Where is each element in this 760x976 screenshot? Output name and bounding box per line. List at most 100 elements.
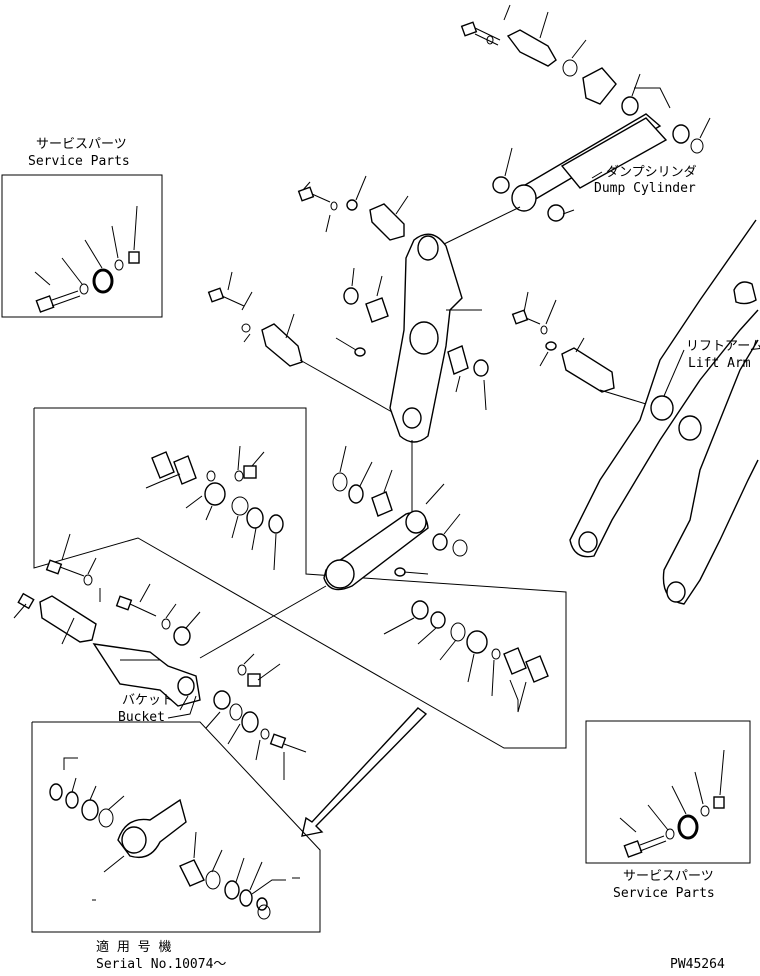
bushing-icon	[213, 690, 231, 710]
bushing-icon	[179, 859, 205, 887]
bushing-icon	[81, 799, 99, 821]
washer-icon	[562, 59, 578, 77]
grease-nipple-icon	[354, 347, 366, 357]
lift-arm-en: Lift Arm	[688, 356, 751, 371]
upper-pin-set	[297, 175, 409, 241]
bushing-icon	[49, 783, 63, 801]
bucket-en: Bucket	[118, 710, 165, 725]
nut-icon	[128, 251, 140, 264]
washer-icon	[540, 325, 548, 335]
connecting-link	[199, 440, 445, 659]
washer-icon	[260, 728, 270, 740]
nut-icon	[243, 465, 257, 479]
bushing-icon	[239, 889, 253, 907]
service-parts-right-jp: サービスパーツ	[623, 869, 714, 884]
pin-icon	[369, 203, 405, 241]
service-parts-right-en: Service Parts	[613, 886, 715, 901]
bushing-icon	[224, 880, 240, 900]
washer-icon	[330, 201, 338, 211]
dump-cylinder-en: Dump Cylinder	[594, 181, 696, 196]
bolt-icon	[297, 186, 315, 202]
reference-arrow	[301, 707, 428, 837]
bushing-icon	[547, 204, 565, 222]
washer-icon	[237, 664, 247, 676]
ring-icon	[206, 470, 216, 482]
washer-icon	[486, 35, 494, 45]
grease-nipple-icon	[545, 341, 557, 351]
seal-icon	[332, 472, 348, 492]
seal-icon	[450, 622, 466, 642]
bushing-icon	[466, 630, 488, 654]
bolt-icon	[511, 309, 529, 325]
plate-icon	[582, 67, 617, 105]
link-parts-lower	[383, 600, 549, 713]
lift-arm-pin-set	[511, 291, 647, 405]
serial-en: Serial No.10074～	[96, 957, 227, 972]
bushing-icon	[365, 297, 389, 323]
bell-crank-bushings	[335, 267, 489, 411]
bushing-icon	[621, 96, 639, 116]
washer-icon	[79, 283, 89, 295]
bushing-icon	[268, 514, 284, 534]
bucket-bracket	[92, 643, 307, 780]
washer-icon	[234, 470, 244, 482]
bushing-icon	[430, 611, 446, 629]
seal-icon	[452, 539, 468, 557]
washer-icon	[700, 805, 710, 817]
link-assembly-frame	[33, 407, 567, 749]
seal-icon	[257, 904, 271, 920]
ring-icon	[491, 648, 501, 660]
bucket-jp: バケット	[122, 693, 175, 708]
label-leaders	[179, 171, 685, 711]
bushing-icon	[473, 359, 489, 377]
pin-icon	[39, 595, 97, 643]
bushing-icon	[432, 533, 448, 551]
lift-arm-jp: リフトアーム	[686, 339, 760, 354]
seal-icon	[231, 496, 249, 516]
washer-icon	[83, 574, 93, 586]
grease-nipple-icon	[17, 592, 35, 610]
bushing-icon	[411, 600, 429, 620]
dump-cylinder-jp: ダンプシリンダ	[606, 165, 697, 180]
seal-icon	[525, 655, 549, 683]
nut-icon	[713, 796, 725, 809]
service-parts-left-jp: サービスパーツ	[36, 137, 127, 152]
seal-icon	[690, 138, 704, 154]
bushing-icon	[241, 711, 259, 733]
link-side-parts	[332, 445, 468, 557]
bushing-icon	[672, 124, 690, 144]
grease-nipple-icon	[394, 567, 406, 577]
service-parts-left-en: Service Parts	[28, 154, 130, 169]
washer-icon	[241, 323, 251, 333]
bushing-icon	[204, 482, 226, 506]
service-parts-box-right	[585, 720, 751, 864]
bushing-icon	[343, 287, 359, 305]
left-pin-set	[207, 271, 393, 413]
nut-icon	[247, 673, 261, 687]
bushing-icon	[246, 507, 264, 529]
washer-icon	[665, 828, 675, 840]
o-ring-icon	[92, 268, 114, 294]
bolt-icon	[35, 290, 81, 313]
seal-icon	[503, 647, 527, 675]
pin-icon	[261, 323, 303, 367]
lift-arm	[569, 219, 759, 605]
bolt-icon	[45, 559, 63, 575]
drawing-id: PW45264	[670, 957, 725, 972]
bushing-icon	[447, 345, 469, 375]
bushing-icon	[348, 484, 364, 504]
washer-icon	[114, 259, 124, 271]
bushing-icon	[65, 791, 79, 809]
grease-nipple-icon	[346, 199, 358, 211]
bolt-icon	[207, 287, 225, 303]
seal-icon	[173, 455, 197, 485]
pin-icon	[561, 347, 615, 393]
serial-variant-box	[31, 721, 321, 933]
o-ring-icon	[677, 814, 699, 840]
service-parts-box-left	[1, 174, 163, 318]
seal-icon	[151, 451, 175, 479]
pin-icon	[506, 29, 557, 67]
bolt-icon	[460, 21, 478, 37]
